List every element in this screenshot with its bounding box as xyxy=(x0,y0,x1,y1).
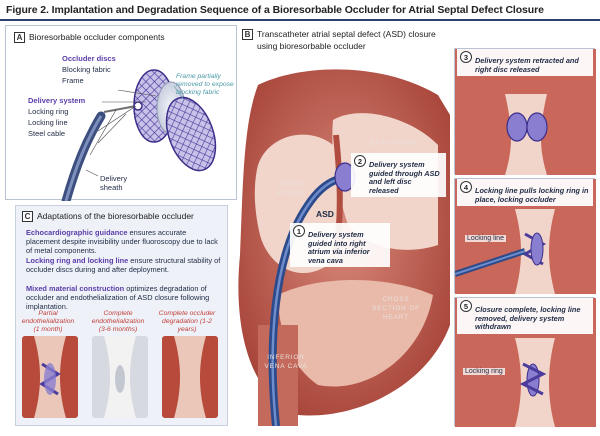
label-right-atrium: RIGHT ATRIUM xyxy=(276,181,306,197)
step-3-number: 3 xyxy=(460,51,472,63)
panel-c-paragraph-1: Echocardiographic guidance ensures accur… xyxy=(26,228,221,255)
label-locking-ring: Locking ring xyxy=(28,107,69,116)
title-rule xyxy=(0,19,600,21)
step-4-panel: 4 Locking line pulls locking ring in pla… xyxy=(454,178,596,294)
occluder-illustration xyxy=(61,69,217,201)
label-occluder-discs: Occluder discs xyxy=(62,54,116,63)
ventricle-area xyxy=(278,280,433,387)
label-frame: Frame xyxy=(62,76,84,85)
label-delivery-system: Delivery system xyxy=(28,96,86,105)
stage-illustrations xyxy=(22,336,218,418)
panel-c-paragraph-2: Locking ring and locking line ensure str… xyxy=(26,256,221,274)
step-4: 4 Locking line pulls locking ring in pla… xyxy=(457,179,593,206)
label-blocking-fabric: Blocking fabric xyxy=(62,65,111,74)
label-asd: ASD xyxy=(316,209,334,219)
label-left-atrium: LEFT ATRIUM xyxy=(366,140,417,147)
step-3: 3 Delivery system retracted and right di… xyxy=(457,49,593,76)
panel-a-letter: A xyxy=(14,32,25,44)
panel-a-heading: Bioresorbable occluder components xyxy=(29,32,165,42)
panel-c-paragraph-3: Mixed material construction optimizes de… xyxy=(26,284,221,311)
step-1: 1 Delivery system guided into right atri… xyxy=(290,223,390,267)
step-2-text: Delivery system guided through ASD and l… xyxy=(369,160,440,195)
label-step4-locking-line: Locking line xyxy=(465,235,506,242)
step-4-number: 4 xyxy=(460,181,472,193)
figure-title: Figure 2. Implantation and Degradation S… xyxy=(6,4,544,16)
stage-caption-2: Complete endothelialization (3-6 months) xyxy=(91,310,145,333)
right-disc xyxy=(165,96,217,172)
stage-caption-1: Partial endothelialization (1 month) xyxy=(21,310,75,333)
p2-highlight: Locking ring and locking line xyxy=(26,256,129,265)
panel-a: A Bioresorbable occluder components xyxy=(5,25,237,201)
locking-ring xyxy=(133,101,143,111)
p1-highlight: Echocardiographic guidance xyxy=(26,228,128,237)
stage-3-illustration xyxy=(162,336,218,418)
inferior-vena-cava xyxy=(258,325,298,426)
step-5-panel: 5 Closure complete, locking line removed… xyxy=(454,297,596,427)
stage-1-illustration xyxy=(22,336,78,418)
step-3-text: Delivery system retracted and right disc… xyxy=(475,56,579,74)
step-1-number: 1 xyxy=(293,225,305,237)
stage-caption-3: Complete occluder degradation (1-2 years… xyxy=(158,310,216,333)
panel-c-letter: C xyxy=(22,211,33,223)
p1-rest: ensures accurate placement despite invis… xyxy=(26,228,218,255)
panel-b-header: B Transcatheter atrial septal defect (ASD… xyxy=(242,29,436,41)
step-5-number: 5 xyxy=(460,300,472,312)
panel-c-header: C Adaptations of the bioresorbable occlud… xyxy=(22,211,194,223)
label-inferior-vena-cava: INFERIOR VENA CAVA xyxy=(264,354,308,370)
label-frame-note: Frame partially removed to expose blocki… xyxy=(176,73,234,96)
step-3-panel: 3 Delivery system retracted and right di… xyxy=(454,48,596,175)
label-steel-cable: Steel cable xyxy=(28,129,66,138)
panel-b: B Transcatheter atrial septal defect (ASD… xyxy=(238,25,450,426)
label-step5-locking-ring: Locking ring xyxy=(463,368,505,375)
step-2: 2 Delivery system guided through ASD and… xyxy=(351,153,446,197)
step-5: 5 Closure complete, locking line removed… xyxy=(457,298,593,334)
panel-b-letter: B xyxy=(242,29,253,41)
p3-rest: optimizes degradation of occluder and en… xyxy=(26,284,210,311)
panel-a-header: A Bioresorbable occluder components xyxy=(14,32,165,44)
p3-highlight: Mixed material construction xyxy=(26,284,125,293)
label-delivery-sheath: Delivery sheath xyxy=(100,174,128,192)
stage-2-illustration xyxy=(92,336,148,418)
panel-c-heading: Adaptations of the bioresorbable occlude… xyxy=(37,211,194,221)
step-4-text: Locking line pulls locking ring in place… xyxy=(475,186,589,204)
step-5-text: Closure complete, locking line removed, … xyxy=(475,305,581,331)
panel-b-heading-2: using bioresorbable occluder xyxy=(257,41,366,51)
step-2-number: 2 xyxy=(354,155,366,167)
panel-b-heading-1: Transcatheter atrial septal defect (ASD)… xyxy=(257,29,436,39)
panel-c: C Adaptations of the bioresorbable occlud… xyxy=(15,205,228,426)
label-cross-section: CROSS SECTION OF HEART xyxy=(372,296,420,321)
label-locking-line: Locking line xyxy=(28,118,68,127)
step-1-text: Delivery system guided into right atrium… xyxy=(308,230,370,265)
p2-rest: ensure structural stability of occluder … xyxy=(26,256,221,274)
